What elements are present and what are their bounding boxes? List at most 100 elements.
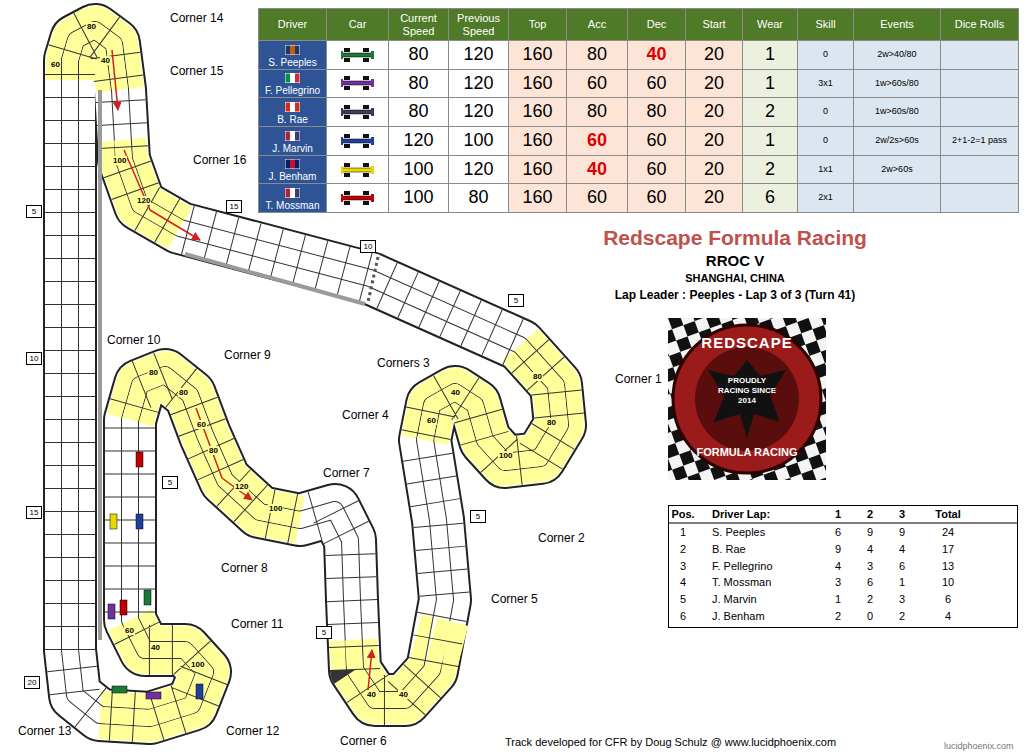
corner-speed: 80: [86, 22, 97, 31]
standings-cell: 3: [680, 560, 686, 572]
marker-number: 5: [29, 207, 39, 216]
table-value: 1: [765, 74, 775, 94]
track-edge: [70, 30, 560, 718]
header-cell: Car: [326, 8, 389, 41]
corner-speed: 40: [366, 690, 377, 699]
column-header: Current Speed: [389, 12, 448, 36]
driver-name: T. Mossman: [266, 200, 320, 211]
table-value: 2w>60s: [879, 165, 914, 175]
race-location: SHANGHAI, CHINA: [685, 272, 785, 284]
flag-icon: [285, 131, 300, 141]
standings-cell: 24: [942, 526, 954, 538]
table-value: 100: [403, 188, 433, 208]
table-value: 60: [646, 131, 666, 151]
table-value: 3x1: [816, 79, 835, 89]
table-value: 20: [704, 45, 724, 65]
table-value: 1: [765, 131, 775, 151]
table-cell: 120: [448, 69, 509, 99]
driver-name: J. Marvin: [272, 143, 313, 154]
corner-name: Corner 9: [224, 348, 271, 362]
corner-speed: 40: [398, 690, 409, 699]
corner-speed: 80: [148, 368, 159, 377]
standings-cell: J. Benham: [712, 610, 765, 622]
standings-cell: 6: [680, 610, 686, 622]
distance-marker: 5: [470, 510, 486, 523]
table-value: 20: [704, 131, 724, 151]
column-header: Top: [527, 18, 549, 30]
table-value: 2: [765, 160, 775, 180]
standings-cell: 6: [867, 576, 873, 588]
logo-text: PROUDLY RACING SINCE 2014: [717, 376, 777, 406]
table-cell: 40: [566, 155, 628, 185]
table-cell: 100: [388, 183, 449, 213]
table-cell: 1: [742, 69, 798, 99]
table-value: 0: [821, 50, 830, 60]
corner-name: Corner 5: [491, 592, 538, 606]
corner-name: Corner 16: [193, 153, 246, 167]
header-cell: Top: [508, 8, 567, 41]
standings-cell: B. Rae: [712, 543, 746, 555]
corner-speed: 60: [124, 626, 135, 635]
driver-name: B. Rae: [277, 114, 308, 125]
table-cell: 160: [508, 69, 567, 99]
corner-speed: 60: [196, 420, 207, 429]
watermark: lucidphoenix.com: [944, 741, 1014, 751]
table-cell: 1w>60s/80: [853, 69, 941, 99]
table-cell: [853, 183, 941, 213]
corner-name: Corners 3: [377, 356, 430, 370]
distance-marker: 5: [508, 294, 524, 307]
standings-cell: F. Pellegrino: [712, 560, 773, 572]
header-cell: Previous Speed: [448, 8, 509, 41]
column-header: Acc: [586, 18, 608, 30]
standings-cell: 2: [867, 593, 873, 605]
flag-icon: [285, 188, 300, 198]
column-header: Dec: [645, 18, 669, 30]
corner-speed: 40: [150, 643, 161, 652]
table-value: 80: [408, 74, 428, 94]
table-value: 80: [587, 102, 607, 122]
standings-cell: 4: [899, 543, 905, 555]
corner-speed: 100: [268, 504, 283, 513]
standings-cell: 9: [899, 526, 905, 538]
marker-number: 10: [363, 242, 373, 251]
car-icon: [341, 47, 375, 63]
flag-icon: [285, 73, 300, 83]
corner-name: Corner 7: [323, 466, 370, 480]
table-value: 60: [646, 74, 666, 94]
column-header: Driver: [276, 18, 309, 30]
table-cell: 120: [448, 40, 509, 70]
driver-name: F. Pellegrino: [265, 85, 320, 96]
header-cell: Events: [853, 8, 941, 41]
table-value: 2+1-2=1 pass: [950, 136, 1009, 146]
standings-cell: 6: [835, 526, 841, 538]
distance-marker: 5: [26, 205, 42, 218]
corner-name: Corner 13: [18, 724, 71, 738]
corner-name: Corner 14: [170, 11, 223, 25]
table-value: 1: [765, 45, 775, 65]
table-value: 80: [408, 45, 428, 65]
start-line: [368, 257, 378, 302]
table-cell: 60: [627, 69, 686, 99]
table-cell: [940, 40, 1019, 70]
table-cell: 2+1-2=1 pass: [940, 126, 1019, 156]
distance-marker: 10: [360, 240, 376, 253]
table-cell: 80: [627, 97, 686, 127]
column-header: Start: [700, 18, 727, 30]
car-icon: [341, 133, 375, 149]
table-cell: 120: [388, 126, 449, 156]
table-value: 0: [821, 107, 830, 117]
table-cell: 160: [508, 40, 567, 70]
lane-lines: [70, 30, 560, 718]
distance-marker: 15: [26, 506, 42, 519]
table-cell: 80: [388, 69, 449, 99]
standings-cell: 3: [835, 576, 841, 588]
table-cell: [940, 69, 1019, 99]
standings-cell: 2: [899, 610, 905, 622]
table-value: 2x1: [816, 193, 835, 203]
table-cell: 80: [388, 97, 449, 127]
table-cell: 1: [742, 40, 798, 70]
distance-marker: 5: [162, 476, 178, 489]
standings-cell: T. Mossman: [712, 576, 771, 588]
standings-cell: 9: [867, 526, 873, 538]
table-value: 100: [403, 160, 433, 180]
